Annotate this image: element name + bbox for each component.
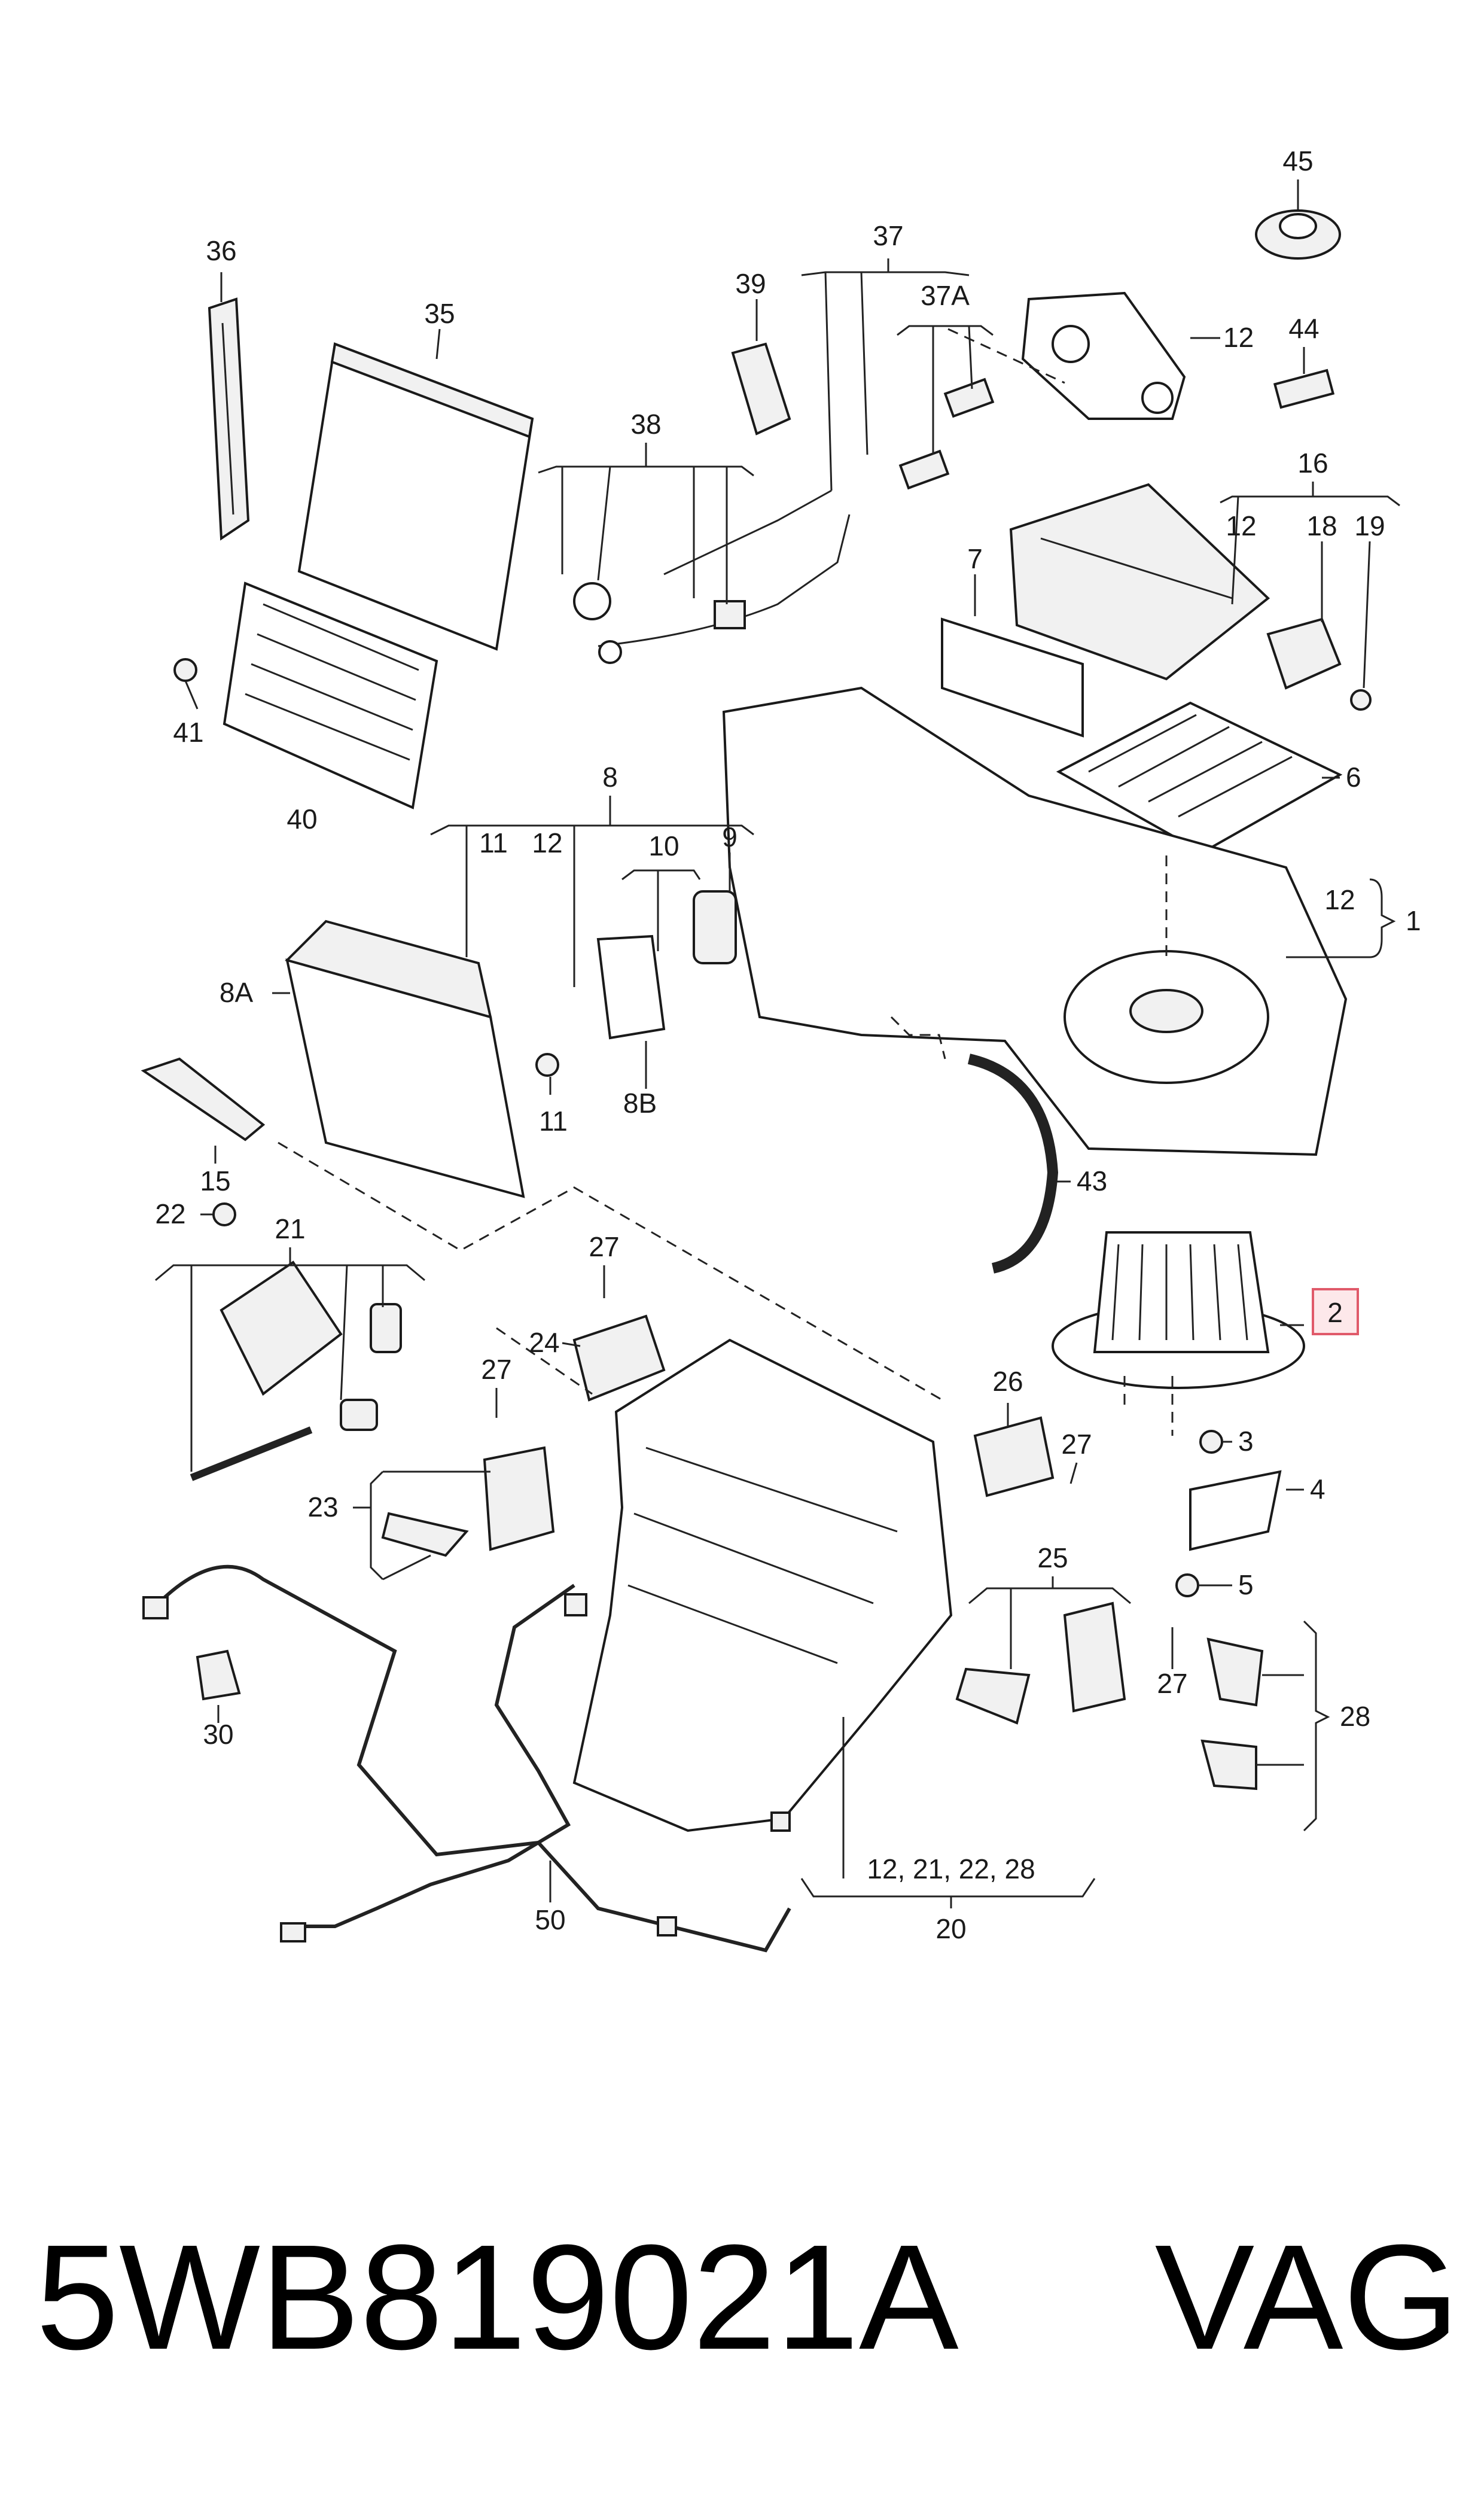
part-1-hvac-housing: [722, 686, 1348, 1156]
callout-3: 3: [1238, 1426, 1254, 1457]
part-44-sensor: [1273, 369, 1335, 409]
callout-12-blower: 12: [1324, 884, 1355, 915]
callout-12-gasket: 12: [1223, 322, 1254, 353]
part-12-gasket: [1021, 291, 1186, 420]
callout-27-left: 27: [481, 1354, 511, 1385]
callout-10: 10: [648, 830, 679, 861]
part-30-clip: [196, 1649, 241, 1701]
callout-23: 23: [307, 1491, 338, 1523]
callout-27-bottom: 27: [1157, 1668, 1187, 1699]
callout-11-bottom: 11: [539, 1106, 568, 1137]
part-22-screw: [212, 1202, 236, 1226]
callout-22: 22: [155, 1198, 185, 1229]
part-40-radiator-frame: [223, 581, 438, 809]
callout-8b: 8B: [623, 1088, 657, 1119]
callout-27-top: 27: [589, 1231, 619, 1262]
part-7-flap: [941, 617, 1084, 738]
callout-11-top: 11: [479, 827, 508, 858]
callout-2: 2: [1327, 1297, 1343, 1328]
exploded-parts-diagram: 45 36 37 39 37A 35 12 44 38 16 12 18 19 …: [141, 145, 1421, 1953]
caption-bar: 5WB819021A VAG: [36, 2208, 1459, 2387]
callout-37a: 37A: [921, 280, 970, 311]
highlight-box-2: [1312, 1288, 1359, 1335]
callout-45: 45: [1282, 145, 1313, 176]
callout-24: 24: [529, 1327, 559, 1358]
callout-8a: 8A: [220, 977, 254, 1008]
part-19-screw: [1350, 689, 1372, 711]
part-41-screw: [173, 658, 199, 710]
callout-8: 8: [602, 762, 618, 793]
part-3-screw: [1199, 1430, 1223, 1454]
callout-38: 38: [630, 409, 661, 440]
part-45-nut: [1255, 209, 1341, 260]
callout-18: 18: [1306, 510, 1337, 541]
part-35-heater-core: [297, 342, 534, 651]
callout-12-21-22-28: 12, 21, 22, 28: [867, 1853, 1035, 1884]
part-15-sensor: [141, 1057, 266, 1141]
callout-9: 9: [722, 821, 738, 852]
brand-name: VAG: [1154, 2213, 1459, 2380]
callout-36: 36: [206, 235, 236, 266]
callout-43: 43: [1077, 1165, 1107, 1196]
part-18-bracket: [1266, 617, 1342, 690]
part-23-actuator: [381, 1446, 555, 1557]
callout-12-housing: 12: [1226, 510, 1256, 541]
callout-20: 20: [936, 1913, 966, 1944]
part-8a-evaporator: [285, 919, 525, 1198]
part-number: 5WB819021A: [36, 2213, 959, 2380]
callout-15: 15: [200, 1165, 230, 1196]
callout-1: 1: [1406, 905, 1421, 936]
callout-44: 44: [1288, 313, 1319, 344]
part-26-bracket: [973, 1416, 1055, 1497]
part-2-blower-motor: [1052, 1231, 1305, 1389]
part-9-expansion-valve: [693, 890, 737, 964]
callout-41: 41: [173, 717, 203, 748]
callout-4: 4: [1310, 1473, 1325, 1505]
dashed-assembly-lines: [278, 328, 1174, 1436]
callout-26: 26: [992, 1366, 1023, 1397]
callout-19: 19: [1354, 510, 1385, 541]
part-8b-seal: [596, 934, 666, 1040]
part-5-screw: [1175, 1573, 1199, 1597]
callout-6: 6: [1346, 762, 1361, 793]
part-50-wiring-harness: [142, 1564, 791, 1953]
part-43-drain-hose: [967, 1054, 1059, 1274]
callout-27-mid: 27: [1061, 1429, 1092, 1460]
part-25-actuator: [955, 1601, 1126, 1725]
part-housing-upper: [1009, 483, 1270, 681]
callout-labels: 45 36 37 39 37A 35 12 44 38 16 12 18 19 …: [155, 145, 1421, 1944]
callout-39: 39: [735, 268, 766, 299]
part-39-connector: [731, 342, 791, 436]
part-24-actuator: [572, 1314, 666, 1402]
part-11-screw: [535, 1053, 559, 1077]
part-21-linkage: [190, 1260, 402, 1481]
part-38-pipe-set: [573, 489, 851, 664]
part-4-cover: [1189, 1470, 1282, 1551]
part-36-bracket: [208, 297, 250, 541]
callout-30: 30: [203, 1719, 233, 1750]
part-28-sensors: [1200, 1637, 1264, 1791]
callout-35: 35: [424, 298, 455, 329]
part-20-distribution-housing: [572, 1338, 953, 1832]
part-37a-fittings: [898, 377, 995, 490]
part-6-cabin-filter: [1056, 701, 1343, 854]
callout-37: 37: [873, 220, 903, 251]
callout-12-evap: 12: [532, 827, 562, 858]
callout-28: 28: [1340, 1701, 1370, 1732]
callout-16: 16: [1297, 447, 1328, 479]
callout-21: 21: [275, 1213, 305, 1244]
callout-7: 7: [967, 543, 983, 574]
callout-5: 5: [1238, 1569, 1254, 1600]
leader-lines: [155, 179, 1400, 1908]
callout-25: 25: [1037, 1542, 1068, 1573]
callout-50: 50: [535, 1904, 565, 1935]
callout-40: 40: [287, 803, 317, 835]
